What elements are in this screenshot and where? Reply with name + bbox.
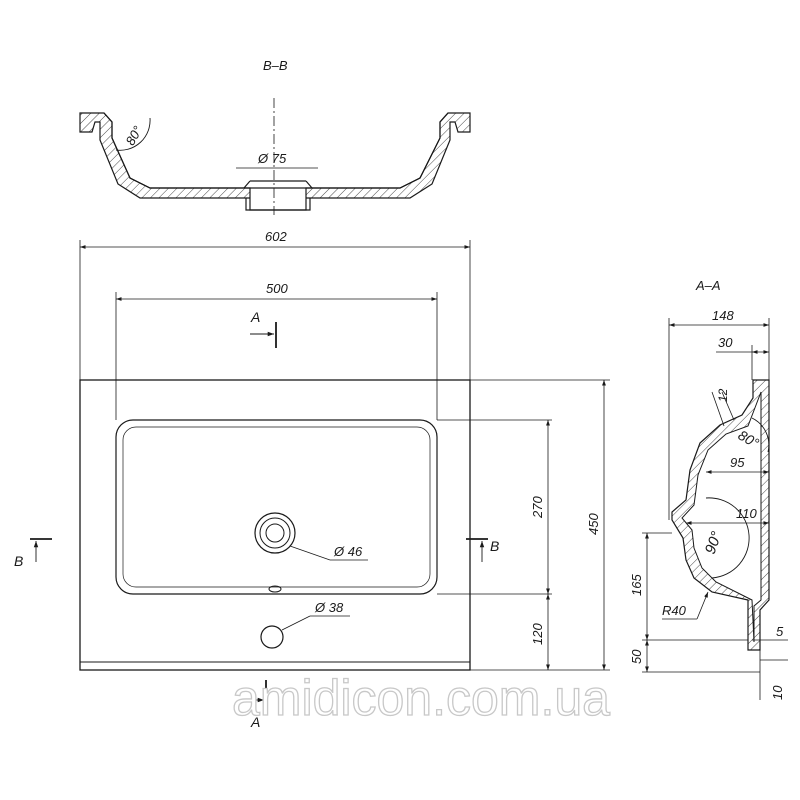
- section-aa-hollow: [681, 391, 762, 643]
- section-bb-drain-dim-label: Ø 75: [257, 151, 287, 166]
- dim-95-label: 95: [730, 455, 745, 470]
- dim-148-label: 148: [712, 308, 734, 323]
- drain-inner: [265, 523, 285, 543]
- sink-outline: [79, 379, 471, 671]
- dim-10-label: 10: [770, 685, 785, 700]
- overflow-hole: [268, 585, 282, 593]
- dim-165-label: 165: [629, 574, 644, 596]
- dim-12-line-b: [721, 391, 735, 421]
- dim-12-line-a: [711, 391, 725, 427]
- dim-50-label: 50: [629, 649, 644, 664]
- section-bb-angle-label: 80°: [123, 123, 146, 148]
- bowl-outline: [115, 419, 438, 595]
- dim-12-label: 12: [716, 388, 730, 402]
- section-bb-angle-arc: [115, 117, 151, 151]
- marker-b-left-label: B: [14, 553, 23, 569]
- tap-hole: [260, 625, 284, 649]
- tap-leader: [281, 615, 311, 631]
- dim-110-label: 110: [736, 506, 757, 521]
- dim-30-label: 30: [718, 335, 733, 350]
- dim-120-label: 120: [530, 623, 545, 645]
- drain-middle: [259, 517, 291, 549]
- section-aa-angle-arc: [751, 417, 770, 453]
- section-bb-inner: [103, 112, 449, 189]
- section-aa-drain-angle-arc: [705, 497, 750, 579]
- dim-5-label: 5: [776, 624, 784, 639]
- drain-diameter-label: Ø 46: [333, 544, 363, 559]
- section-bb: B–B 80° Ø 75: [79, 58, 471, 215]
- dim-450-label: 450: [586, 513, 601, 535]
- section-aa-title: A–A: [695, 278, 721, 293]
- section-bb-title: B–B: [263, 58, 288, 73]
- marker-b-right-label: B: [490, 538, 499, 554]
- dim-602-label: 602: [265, 229, 287, 244]
- dim-500-label: 500: [266, 281, 288, 296]
- plan-view: 602 500 A Ø 46 Ø 38 270: [14, 229, 610, 730]
- drain-outer: [254, 512, 296, 554]
- drain-leader: [289, 545, 331, 561]
- r40-label: R40: [662, 603, 687, 618]
- marker-a-top-label: A: [250, 309, 260, 325]
- section-bb-drain-neck: [243, 180, 313, 211]
- r40-arrow: [696, 591, 709, 620]
- dim-270-label: 270: [530, 496, 545, 519]
- watermark: amidicon.com.ua: [232, 670, 610, 726]
- bowl-inner: [122, 426, 431, 588]
- tap-hole-diameter-label: Ø 38: [314, 600, 344, 615]
- marker-a-bottom-label: A: [250, 714, 260, 730]
- section-aa-drain-angle-label: 90°: [702, 529, 726, 556]
- section-aa: A–A 148 30 12 80° 95 110 90°: [629, 278, 788, 700]
